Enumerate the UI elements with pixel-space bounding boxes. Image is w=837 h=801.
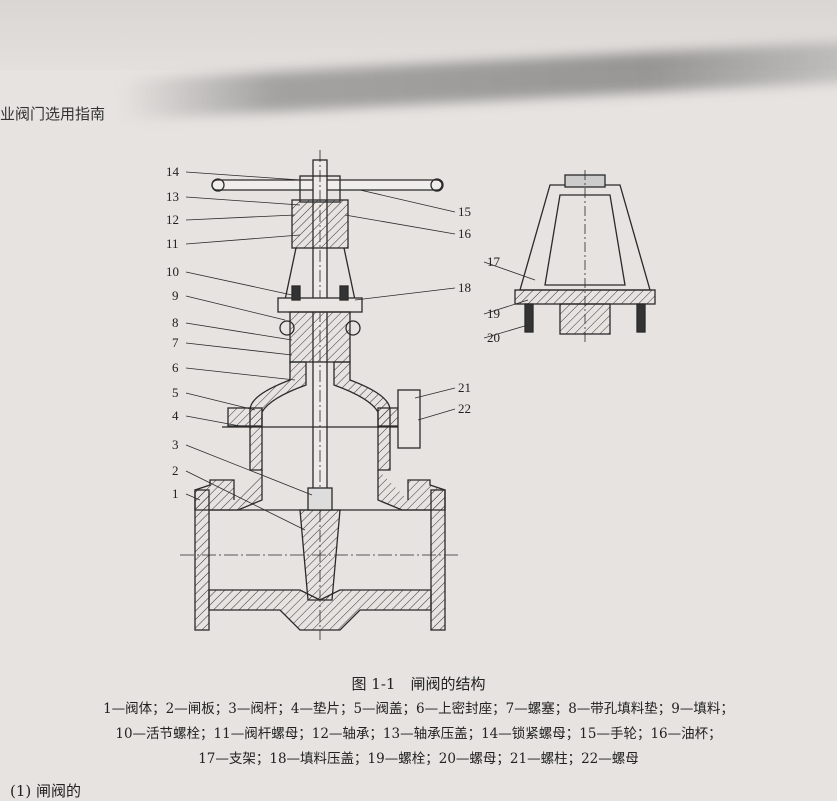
legend-line-2: 10—活节螺栓；11—阀杆螺母；12—轴承；13—轴承压盖；14—锁紧螺母；15…	[115, 726, 722, 742]
callout-2: 2	[172, 463, 179, 478]
callout-7: 7	[172, 335, 179, 350]
callout-14: 14	[166, 164, 180, 179]
packing-gland	[277, 285, 363, 363]
bottom-cut-text: (1) 闸阀的	[10, 782, 82, 800]
figure-caption: 图 1-1 闸阀的结构	[351, 675, 486, 693]
callout-17: 17	[487, 254, 501, 269]
callout-21: 21	[458, 380, 471, 395]
callout-5: 5	[172, 385, 179, 400]
callout-15: 15	[458, 204, 471, 219]
callout-3: 3	[172, 437, 179, 452]
legend-line-1: 1—阀体；2—闸板；3—阀杆；4—垫片；5—阀盖；6—上密封座；7—螺塞；8—带…	[103, 701, 734, 717]
callout-16: 16	[458, 226, 472, 241]
yoke	[284, 247, 356, 301]
callout-8: 8	[172, 315, 179, 330]
callout-12: 12	[166, 212, 179, 227]
legend-line-3: 17—支架；18—填料压盖；19—螺栓；20—螺母；21—螺柱；22—螺母	[198, 751, 639, 767]
side-bolt	[397, 389, 421, 449]
callout-9: 9	[172, 288, 179, 303]
side-view	[514, 170, 656, 345]
callout-13: 13	[166, 189, 179, 204]
page-header: 业阀门选用指南	[0, 105, 106, 123]
callout-1: 1	[172, 486, 179, 501]
callout-10: 10	[166, 264, 179, 279]
callout-20: 20	[487, 330, 500, 345]
callout-6: 6	[172, 360, 179, 375]
stem-nut-assembly	[291, 175, 349, 249]
callout-4: 4	[172, 408, 179, 423]
callout-22: 22	[458, 401, 471, 416]
callout-18: 18	[458, 280, 471, 295]
callout-19: 19	[487, 306, 500, 321]
callout-11: 11	[166, 236, 179, 251]
